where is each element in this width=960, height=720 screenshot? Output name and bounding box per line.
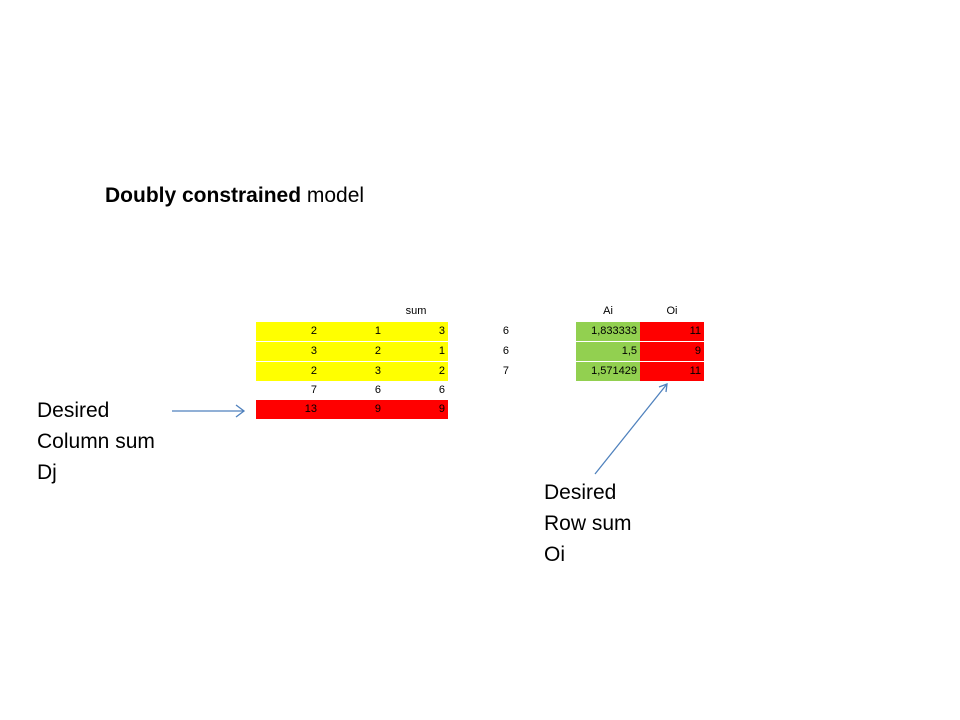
dj-cell: 13 <box>256 400 320 419</box>
spreadsheet-table: sum Ai Oi 2 1 3 6 1,833333 11 3 2 1 6 1,… <box>256 302 704 419</box>
matrix-cell: 1 <box>384 342 448 361</box>
header-sum: sum <box>405 305 427 317</box>
row-sum-cell: 6 <box>502 345 509 357</box>
row-sum-cell: 6 <box>502 325 509 337</box>
row-sum-annotation: Desired Row sum Oi <box>544 477 632 570</box>
oi-cell: 11 <box>640 362 704 381</box>
annotation-line: Desired <box>37 399 110 422</box>
oi-cell: 9 <box>640 342 704 361</box>
column-sum-cell: 7 <box>310 384 317 396</box>
header-oi: Oi <box>666 305 678 317</box>
matrix-cell: 3 <box>256 342 320 361</box>
column-sum-cell: 6 <box>374 384 381 396</box>
dj-cell: 9 <box>320 400 384 419</box>
oi-cell: 11 <box>640 322 704 341</box>
column-sum-cell: 6 <box>438 384 445 396</box>
annotation-line: Column sum <box>37 430 155 453</box>
ai-cell: 1,571429 <box>576 362 640 381</box>
annotation-line: Desired <box>544 481 617 504</box>
annotation-line: Oi <box>544 543 565 566</box>
column-sum-annotation: Desired Column sum Dj <box>37 395 155 488</box>
title-bold: Doubly constrained <box>105 184 302 207</box>
row-sum-cell: 7 <box>502 365 509 377</box>
matrix-cell: 1 <box>320 322 384 341</box>
annotation-line: Dj <box>37 461 57 484</box>
dj-cell: 9 <box>384 400 448 419</box>
column-arrow-head <box>235 404 246 418</box>
header-ai: Ai <box>603 305 613 317</box>
matrix-cell: 3 <box>320 362 384 381</box>
matrix-cell: 2 <box>320 342 384 361</box>
matrix-cell: 2 <box>256 322 320 341</box>
matrix-cell: 2 <box>256 362 320 381</box>
matrix-cell: 2 <box>384 362 448 381</box>
slide-title: Doubly constrained model <box>105 184 364 208</box>
matrix-cell: 3 <box>384 322 448 341</box>
ai-cell: 1,5 <box>576 342 640 361</box>
annotation-line: Row sum <box>544 512 632 535</box>
ai-cell: 1,833333 <box>576 322 640 341</box>
title-rest: model <box>301 184 365 207</box>
